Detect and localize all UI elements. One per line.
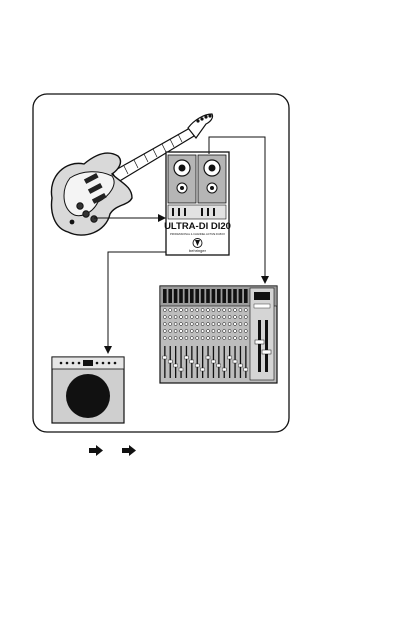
mixer-icon: [160, 286, 277, 383]
di-box-model-label: ULTRA-DI DI20: [164, 221, 231, 232]
arrow-right-icon: [122, 445, 136, 456]
arrow-right-icon: [89, 445, 103, 456]
di-box-brand-label: behringer: [189, 248, 207, 253]
cable-di-to-amp: [108, 252, 166, 350]
di-box-subtitle-label: PROFESSIONAL 2-CHANNEL ACTIVE DI-BOX: [170, 232, 225, 236]
di-box-icon: ULTRA-DI DI20 PROFESSIONAL 2-CHANNEL ACT…: [164, 152, 231, 255]
legend-arrows: [89, 445, 136, 456]
amplifier-icon: [52, 357, 124, 423]
